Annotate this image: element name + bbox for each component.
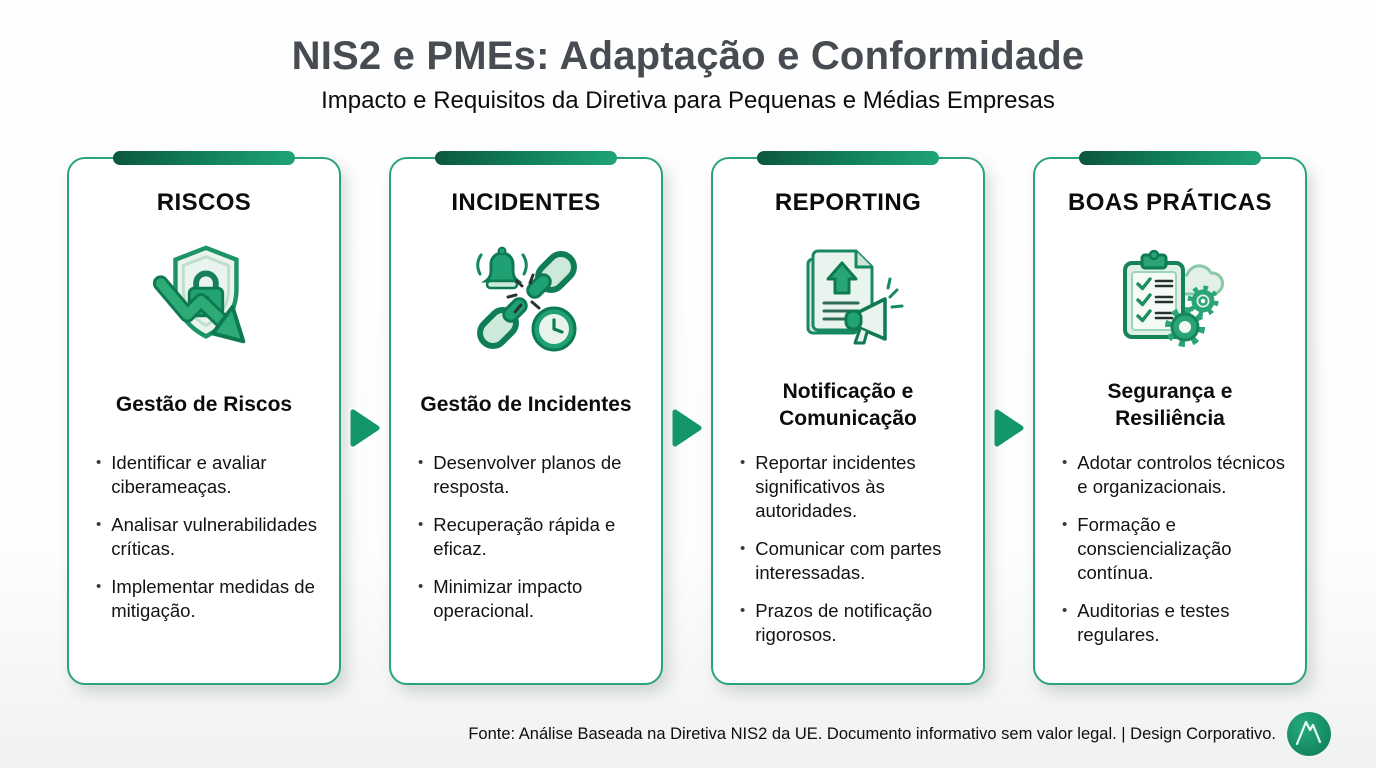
card-header: REPORTING (774, 189, 922, 216)
bullet-item: • Adotar controlos técnicos e organizacio… (1062, 451, 1291, 499)
checklist-cloud-gears-icon (1035, 229, 1305, 369)
bullet-item: • Reportar incidentes significativos às a… (740, 451, 969, 523)
bullet-text: Adotar controlos técnicos e organizacion… (1077, 452, 1285, 498)
bullet-marker: • (1062, 602, 1068, 620)
bullet-text: Desenvolver planos de resposta. (433, 452, 622, 498)
card-riscos: RISCOS Gestão de Riscos • Identificar e a… (67, 151, 341, 685)
bullet-item: • Analisar vulnerabilidades críticas. (96, 513, 325, 561)
bullet-marker: • (96, 578, 102, 596)
bullet-text: Comunicar com partes interessadas. (755, 538, 942, 584)
card-reporting: REPORTING (711, 151, 985, 685)
bullet-item: • Auditorias e testes regulares. (1062, 599, 1291, 647)
bullet-item: • Comunicar com partes interessadas. (740, 537, 969, 585)
document-upload-megaphone-icon (713, 229, 983, 369)
bullet-text: Minimizar impacto operacional. (433, 576, 583, 622)
bullet-marker: • (740, 540, 746, 558)
bullet-marker: • (418, 516, 424, 534)
card-header: RISCOS (156, 189, 252, 216)
bullet-marker: • (740, 454, 746, 471)
bullet-item: • Implementar medidas de mitigação. (96, 575, 325, 623)
bullet-text: Recuperação rápida e eficaz. (433, 514, 616, 560)
bullet-item: • Formação e consciencialização contínua. (1062, 513, 1291, 585)
card-accent-bar (1079, 151, 1261, 165)
mountain-line-logo-icon (1286, 711, 1332, 757)
bullet-text: Auditorias e testes regulares. (1077, 600, 1230, 646)
card-incidentes: INCIDENTES (389, 151, 663, 685)
bullet-marker: • (1062, 454, 1068, 471)
card-accent-bar (113, 151, 295, 165)
bullet-item: • Desenvolver planos de resposta. (418, 451, 647, 499)
card-bullet-list: • Identificar e avaliar ciberameaças. • An… (69, 451, 339, 623)
card-bullet-list: • Desenvolver planos de resposta. • Recupe… (391, 451, 661, 623)
page-subtitle: Impacto e Requisitos da Diretiva para Pe… (321, 87, 1055, 114)
right-arrow-icon (672, 409, 702, 447)
bullet-marker: • (1062, 516, 1068, 534)
card-boas-praticas: BOAS PRÁTICAS (1033, 151, 1307, 685)
bullet-item: • Minimizar impacto operacional. (418, 575, 647, 623)
bullet-text: Formação e consciencialização contínua. (1077, 514, 1232, 584)
card-subtitle: Gestão de Incidentes (420, 393, 632, 417)
card-header: INCIDENTES (451, 189, 601, 216)
bullet-marker: • (96, 454, 102, 471)
card-subtitle: Segurança e Resiliência (1107, 379, 1233, 430)
card-subtitle: Gestão de Riscos (115, 393, 293, 417)
card-subtitle: Notificação e Comunicação (779, 379, 917, 430)
bullet-marker: • (418, 578, 424, 596)
broken-chain-alert-clock-icon (391, 229, 661, 369)
card-accent-bar (435, 151, 617, 165)
card-bullet-list: • Adotar controlos técnicos e organizacio… (1035, 451, 1305, 647)
page-title: NIS2 e PMEs: Adaptação e Conformidade (291, 34, 1085, 78)
bullet-text: Implementar medidas de mitigação. (111, 576, 315, 622)
card-accent-bar (757, 151, 939, 165)
card-header: BOAS PRÁTICAS (1068, 189, 1272, 216)
right-arrow-icon (350, 409, 380, 447)
bullet-item: • Recuperação rápida e eficaz. (418, 513, 647, 561)
bullet-marker: • (96, 516, 102, 534)
footer: Fonte: Análise Baseada na Diretiva NIS2 … (468, 711, 1332, 757)
bullet-marker: • (418, 454, 424, 471)
shield-lock-declining-arrow-icon (69, 229, 339, 369)
bullet-text: Analisar vulnerabilidades críticas. (111, 514, 317, 560)
bullet-item: • Prazos de notificação rigorosos. (740, 599, 969, 647)
bullet-marker: • (740, 602, 746, 620)
cards-row: RISCOS Gestão de Riscos • Identificar e a… (67, 151, 1307, 685)
header: NIS2 e PMEs: Adaptação e Conformidade Im… (0, 0, 1376, 115)
bullet-item: • Identificar e avaliar ciberameaças. (96, 451, 325, 499)
bullet-text: Reportar incidentes significativos às au… (755, 452, 916, 522)
footer-text: Fonte: Análise Baseada na Diretiva NIS2 … (468, 724, 1276, 743)
right-arrow-icon (994, 409, 1024, 447)
bullet-text: Identificar e avaliar ciberameaças. (111, 452, 267, 498)
card-bullet-list: • Reportar incidentes significativos às a… (713, 451, 983, 647)
bullet-text: Prazos de notificação rigorosos. (755, 600, 933, 646)
